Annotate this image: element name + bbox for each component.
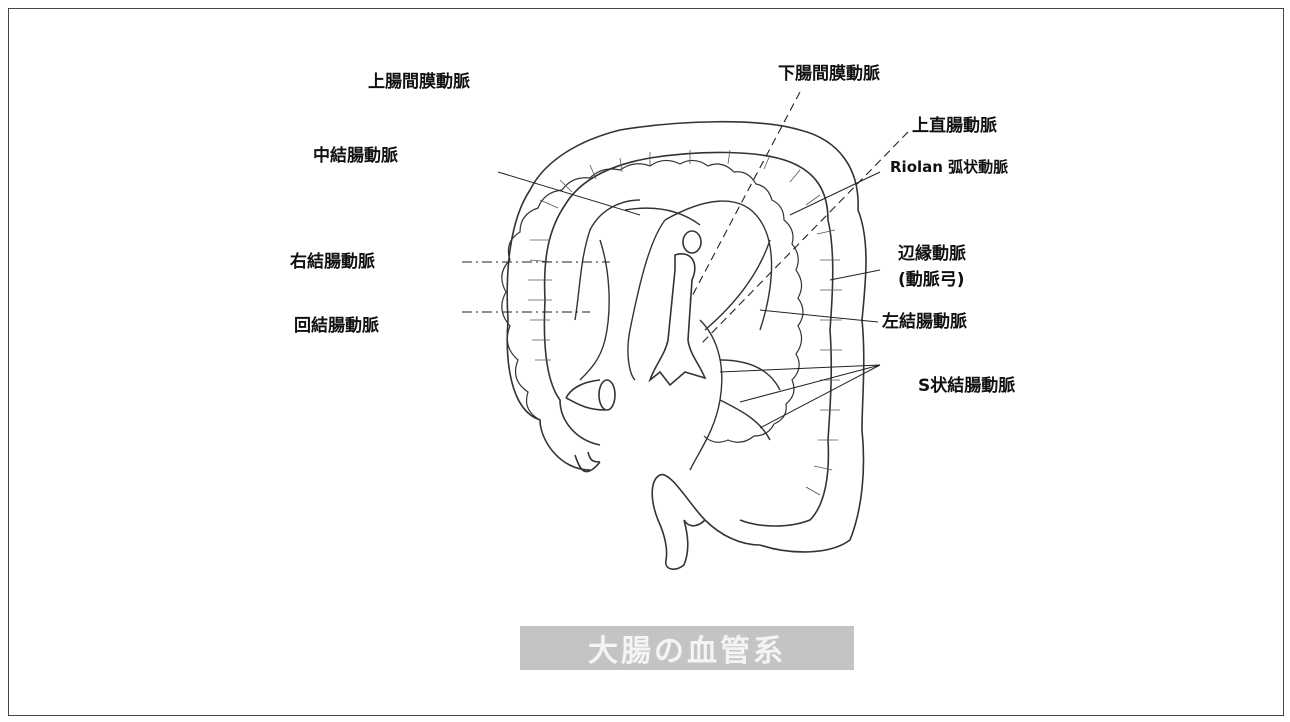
figure-caption: 大腸の血管系 bbox=[588, 634, 786, 669]
leader-sigmoid-2 bbox=[739, 364, 881, 403]
label-superior-mesenteric-artery: 上腸間膜動脈 bbox=[368, 72, 470, 92]
label-sigmoid-arteries: S状結腸動脈 bbox=[918, 376, 1016, 396]
leader-marginal bbox=[829, 269, 881, 281]
leader-superior-rectal bbox=[699, 131, 909, 346]
arterial-branches bbox=[574, 199, 781, 471]
label-middle-colic-artery: 中結腸動脈 bbox=[313, 146, 398, 166]
leader-sigmoid-3 bbox=[759, 364, 881, 429]
aorta bbox=[648, 253, 707, 387]
ileum bbox=[565, 379, 606, 411]
colon-inner-outline bbox=[543, 151, 834, 527]
figure-frame bbox=[8, 8, 1284, 716]
label-marginal-artery-arc: (動脈弓) bbox=[898, 270, 965, 290]
leader-left-colic bbox=[759, 309, 879, 323]
label-inferior-mesenteric-artery: 下腸間膜動脈 bbox=[778, 64, 880, 84]
leader-ima bbox=[689, 91, 801, 301]
leader-sigmoid-1 bbox=[719, 364, 881, 373]
colon-outer-outline bbox=[506, 120, 867, 553]
label-riolan-arc: Riolan 弧状動脈 bbox=[890, 158, 1009, 176]
label-right-colic-artery: 右結腸動脈 bbox=[290, 252, 375, 272]
label-superior-rectal-artery: 上直腸動脈 bbox=[912, 116, 997, 136]
sigmoid-rectum bbox=[651, 473, 706, 570]
leader-middle-colic bbox=[497, 171, 641, 216]
label-left-colic-artery: 左結腸動脈 bbox=[882, 312, 967, 332]
label-marginal-artery: 辺縁動脈 bbox=[898, 244, 966, 264]
leader-riolan bbox=[789, 171, 881, 216]
appendix bbox=[574, 451, 601, 473]
caption-banner: 大腸の血管系 bbox=[520, 626, 854, 670]
label-ileocolic-artery: 回結腸動脈 bbox=[294, 316, 379, 336]
